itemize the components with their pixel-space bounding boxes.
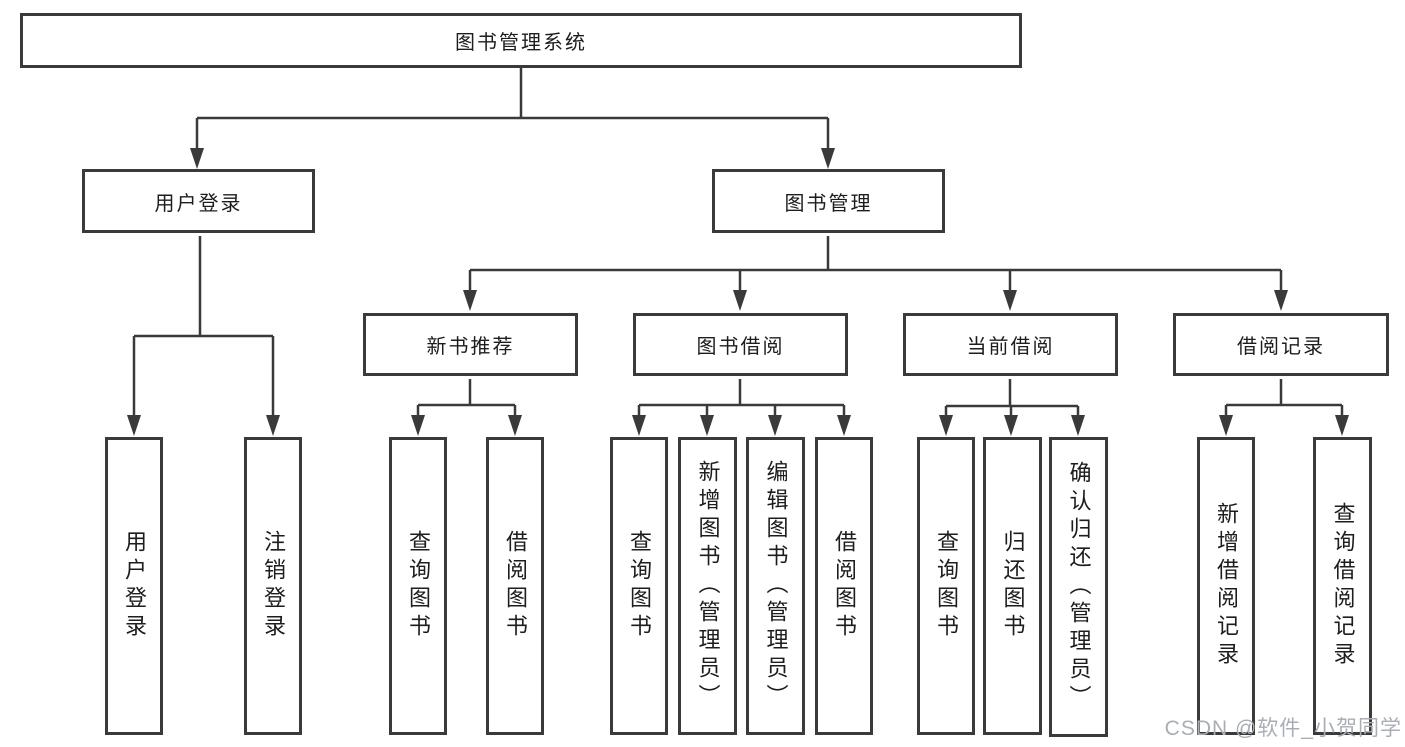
node-new-book-recommendation: 新书推荐 <box>363 313 578 376</box>
leaf-borrow-books-new: 借阅图书 <box>486 437 544 735</box>
node-library-management-system: 图书管理系统 <box>20 13 1022 68</box>
leaf-query-borrow-record: 查询借阅记录 <box>1313 437 1372 735</box>
node-book-management: 图书管理 <box>712 169 945 233</box>
leaf-add-books-admin: 新增图书（管理员） <box>678 437 737 735</box>
leaf-query-books-current: 查询图书 <box>917 437 975 735</box>
leaf-logout: 注销登录 <box>244 437 302 735</box>
node-book-borrowing: 图书借阅 <box>633 313 848 376</box>
connector-paths <box>132 68 1344 419</box>
watermark: CSDN @软件_小贺同学 <box>1164 717 1402 740</box>
leaf-borrow-books: 借阅图书 <box>815 437 873 735</box>
leaf-query-books-new: 查询图书 <box>389 437 447 735</box>
leaf-user-login: 用户登录 <box>105 437 163 735</box>
leaf-edit-books-admin: 编辑图书（管理员） <box>746 437 805 735</box>
leaf-query-books-borrow: 查询图书 <box>610 437 668 735</box>
leaf-confirm-return-admin: 确认归还（管理员） <box>1049 437 1108 737</box>
arrowheads <box>127 148 1349 436</box>
leaf-return-books: 归还图书 <box>983 437 1042 735</box>
node-borrowing-records: 借阅记录 <box>1173 313 1389 376</box>
node-user-login: 用户登录 <box>82 169 315 233</box>
leaf-add-borrow-record: 新增借阅记录 <box>1197 437 1255 735</box>
node-current-borrowing: 当前借阅 <box>903 313 1118 376</box>
